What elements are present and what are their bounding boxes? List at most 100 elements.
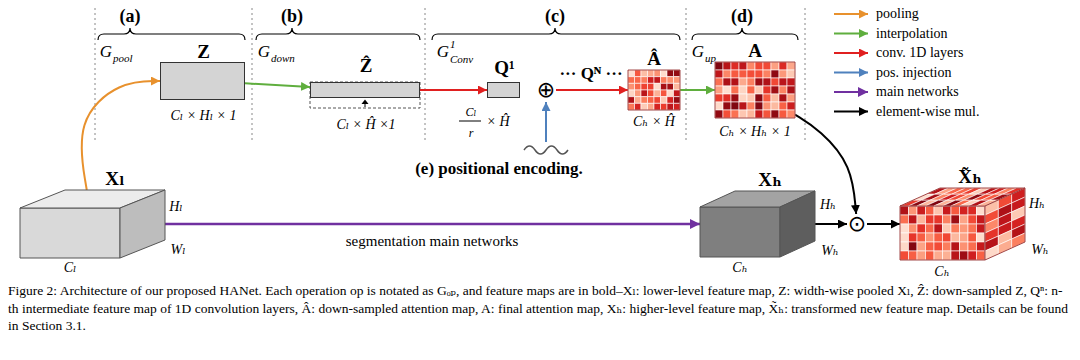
attention-cell: [771, 110, 779, 118]
separator: [252, 8, 253, 140]
feature-map-name: Xₗ: [105, 169, 124, 188]
attention-cell: [648, 70, 655, 77]
downsample-arrow-head: [362, 100, 369, 105]
attention-cell: [654, 90, 661, 97]
attention-cell: [715, 102, 723, 110]
attention-cell: [731, 78, 739, 86]
attention-cell: [900, 251, 909, 260]
attention-cell: [654, 83, 661, 90]
legend-text: pos. injection: [876, 66, 951, 80]
flow-arrow: [420, 89, 487, 91]
attention-cell: [917, 233, 926, 242]
attention-cell: [654, 77, 661, 84]
brace: [256, 28, 420, 40]
operation-symbol: G: [437, 43, 449, 60]
attention-cell: [731, 94, 739, 102]
attention-cell: [779, 70, 787, 78]
attention-cell: [715, 62, 723, 70]
dimension-fraction: Cₗ: [466, 106, 477, 118]
attention-cell: [674, 97, 681, 104]
attention-cell: [635, 77, 642, 84]
face-outline: [985, 188, 1025, 260]
cube-face: [20, 208, 120, 258]
attention-cell: [968, 242, 977, 251]
attention-cell: [787, 78, 795, 86]
attention-cell: [934, 206, 943, 215]
attention-cell: [771, 86, 779, 94]
attention-cell: [731, 62, 739, 70]
pre-downsample-outline: [310, 82, 420, 108]
attention-cell: [731, 102, 739, 110]
attention-cell: [934, 251, 943, 260]
feature-cube: [700, 191, 815, 257]
attention-cell: [674, 90, 681, 97]
cube-face: [700, 207, 780, 257]
attention-cell: [648, 83, 655, 90]
attention-cell: [628, 90, 635, 97]
attention-cell: [654, 97, 661, 104]
feature-cube: [900, 188, 1025, 260]
attention-cell: [667, 97, 674, 104]
attention-cell: [739, 62, 747, 70]
attention-cell: [960, 224, 969, 233]
flow-arrow: [680, 89, 715, 91]
feature-cube: [20, 190, 165, 258]
attention-cell: [723, 78, 731, 86]
attention-cell: [943, 215, 952, 224]
operation-subscript: pool: [113, 53, 133, 64]
brace: [98, 28, 245, 40]
face-outline: [715, 62, 795, 118]
attention-cell: [977, 251, 986, 260]
brace: [692, 28, 798, 40]
legend-samples: [834, 14, 868, 112]
attention-cell: [739, 94, 747, 102]
dimension-label: Wₕ: [1031, 243, 1049, 257]
attention-cell: [787, 70, 795, 78]
attention-cell: [654, 70, 661, 77]
figure-caption: Figure 2: Architecture of our proposed H…: [8, 282, 1072, 335]
attention-cell: [960, 233, 969, 242]
operation-superscript: 1: [450, 39, 456, 50]
face-outline: [900, 206, 985, 260]
brace: [432, 28, 680, 40]
attention-cell: [628, 97, 635, 104]
attention-cell: [951, 251, 960, 260]
attention-cell: [763, 102, 771, 110]
face-outline: [628, 70, 680, 110]
dimension-label: Cₕ: [732, 261, 747, 275]
attention-cell: [763, 110, 771, 118]
attention-cell: [747, 62, 755, 70]
attention-cell: [998, 239, 1011, 254]
attention-cell: [909, 224, 918, 233]
legend-text: element-wise mul.: [876, 105, 979, 119]
sinusoid-wave: [524, 146, 568, 154]
operator-symbol: ⊙: [848, 213, 866, 235]
dimension-label: Wₗ: [170, 243, 185, 257]
feature-map-name: X̃ₕ: [958, 167, 982, 186]
operator-symbol: ⊕: [537, 79, 555, 101]
attention-map: [715, 62, 795, 118]
flow-arrow: [245, 83, 310, 87]
flow-arrow: [815, 223, 847, 225]
operation-symbol: G: [692, 43, 704, 60]
attention-cell: [763, 62, 771, 70]
operation-subscript: down: [271, 53, 295, 64]
attention-cell: [787, 62, 795, 70]
attention-cell: [977, 233, 986, 242]
attention-cell: [715, 110, 723, 118]
attention-cell: [715, 78, 723, 86]
attention-cell: [635, 97, 642, 104]
attention-cell: [917, 251, 926, 260]
attention-cell: [635, 70, 642, 77]
attention-cell: [739, 86, 747, 94]
attention-cell: [635, 83, 642, 90]
attention-cell: [661, 97, 668, 104]
dimension-label: × Ĥ: [486, 115, 509, 129]
attention-cell: [943, 242, 952, 251]
feature-map-name: Â: [647, 49, 661, 68]
attention-cell: [723, 110, 731, 118]
attention-cell: [960, 242, 969, 251]
attention-cell: [755, 86, 763, 94]
attention-cell: [747, 70, 755, 78]
feature-box: ACₕ × Hₕ × 1: [715, 62, 795, 118]
